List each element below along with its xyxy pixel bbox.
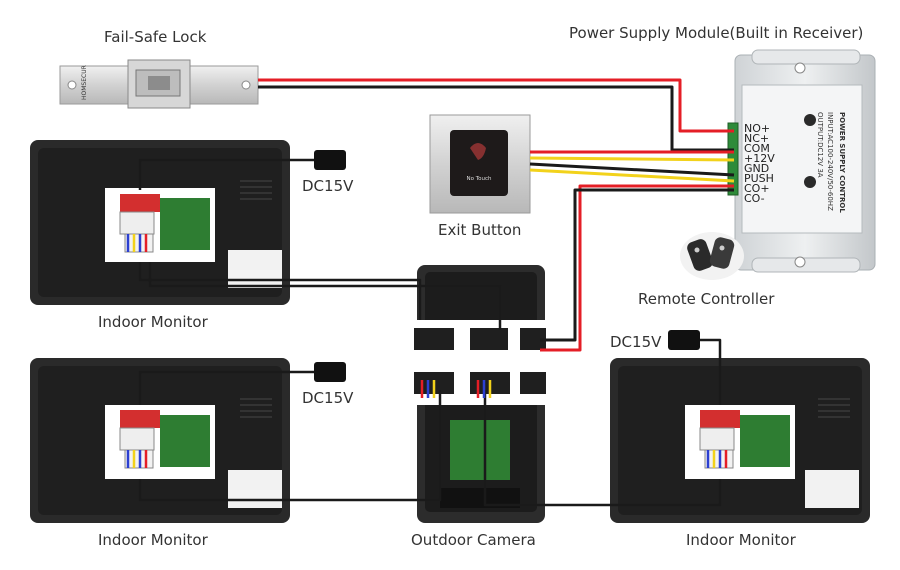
dc15v-plug-1	[314, 150, 346, 170]
psu-vertical-title: POWER SUPPLY CONTROL	[838, 112, 846, 213]
terminal-co-minus: CO-	[744, 192, 765, 205]
remote-controller-label: Remote Controller	[638, 290, 775, 308]
dc15v-label-3: DC15V	[610, 333, 662, 351]
exit-button: No Touch	[429, 114, 531, 214]
fail-safe-lock-label: Fail-Safe Lock	[104, 28, 207, 46]
power-supply-label: Power Supply Module(Built in Receiver)	[569, 24, 864, 42]
indoor-monitor-3	[610, 358, 870, 523]
terminal-com: COM	[744, 142, 770, 155]
terminal-co-plus: CO+	[744, 182, 770, 195]
psu-vertical-spec-2: OUTPUT:DC12V 3A	[816, 112, 824, 178]
terminal-push: PUSH	[744, 172, 774, 185]
power-supply-module: POWER SUPPLY CONTROL INPUT:AC100-240V/50…	[727, 49, 876, 273]
exit-button-face-text: No Touch	[466, 176, 492, 182]
psu-vertical-spec-1: INPUT:AC100-240V/50-60HZ	[826, 112, 834, 211]
terminal-no: NO+	[744, 122, 770, 135]
indoor-monitor-3-label: Indoor Monitor	[686, 531, 796, 549]
indoor-monitor-1-label: Indoor Monitor	[98, 313, 208, 331]
outdoor-camera-label: Outdoor Camera	[411, 531, 536, 549]
indoor-monitor-2	[30, 358, 290, 523]
dc15v-plug-2	[314, 362, 346, 382]
dc15v-label-2: DC15V	[302, 389, 354, 407]
exit-button-label: Exit Button	[438, 221, 522, 239]
terminal-nc: NC+	[744, 132, 769, 145]
wires	[126, 78, 735, 507]
dc15v-plug-3	[668, 330, 700, 350]
outdoor-camera	[405, 265, 555, 523]
indoor-monitor-1	[30, 140, 290, 305]
dc15v-label-1: DC15V	[302, 177, 354, 195]
indoor-monitor-2-label: Indoor Monitor	[98, 531, 208, 549]
terminal-gnd: GND	[744, 162, 769, 175]
terminal-12v: +12V	[744, 152, 775, 165]
lock-brand-text: HOMSECUR	[81, 65, 88, 100]
fail-safe-lock: HOMSECUR	[59, 59, 259, 109]
remote-controller-icon	[680, 232, 744, 280]
